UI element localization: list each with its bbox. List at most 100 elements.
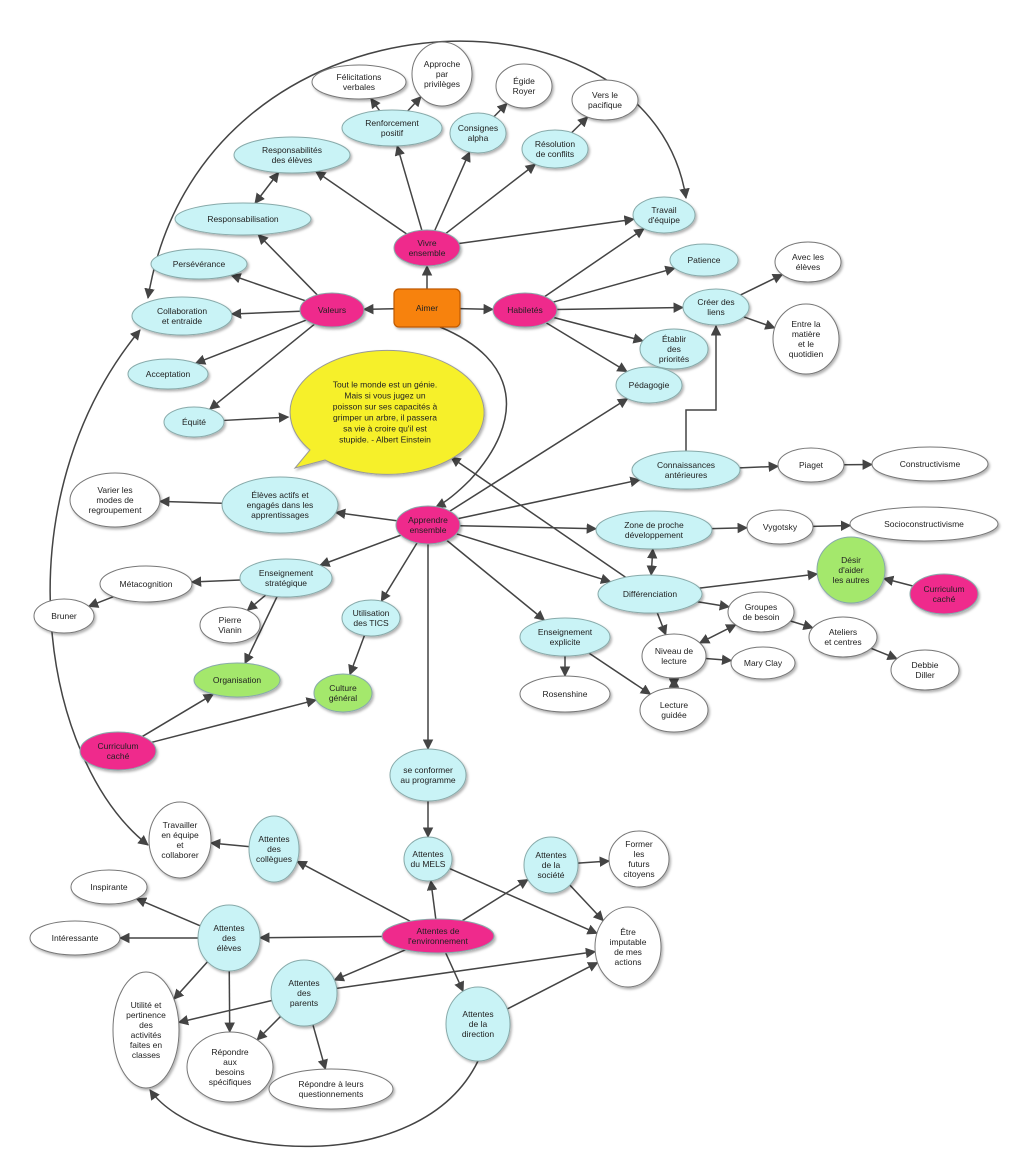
node-constructivisme[interactable]: Constructivisme — [871, 446, 989, 482]
node-bruner[interactable]: Bruner — [33, 598, 95, 634]
edge-vygotsky-to-socio — [812, 520, 852, 531]
edge-elevesActifs-to-varier — [158, 496, 223, 507]
node-label: Intéressante — [52, 933, 99, 943]
node-shape — [186, 1031, 274, 1103]
node-meta[interactable]: Métacognition — [99, 565, 193, 603]
node-patience[interactable]: Patience — [669, 243, 739, 277]
node-perseverance[interactable]: Persévérance — [150, 248, 248, 280]
node-differenciation[interactable]: Différenciation — [597, 574, 703, 614]
node-equite[interactable]: Équité — [163, 406, 225, 438]
node-label: Patience — [687, 255, 720, 265]
edge-aimer-to-apprendre — [435, 326, 508, 508]
node-aimer[interactable]: Aimer — [393, 288, 461, 328]
node-shape — [311, 64, 407, 100]
node-shape — [270, 959, 338, 1027]
node-acceptation[interactable]: Acceptation — [127, 358, 209, 390]
node-shape — [99, 565, 193, 603]
node-socio[interactable]: Socioconstructivisme — [849, 506, 999, 542]
edge-renforcement-to-approche — [407, 95, 422, 112]
node-interessante[interactable]: Intéressante — [29, 920, 121, 956]
node-piaget[interactable]: Piaget — [777, 447, 845, 483]
edge-societe-to-etre — [569, 884, 604, 922]
node-shape — [127, 358, 209, 390]
node-mary[interactable]: Mary Clay — [730, 646, 796, 680]
node-inspirante[interactable]: Inspirante — [70, 869, 148, 905]
edge-zone-to-vygotsky — [711, 522, 749, 534]
node-shape — [808, 616, 878, 658]
node-shape — [615, 366, 683, 404]
edge-environnement-to-collegues — [296, 860, 411, 922]
node-label: Responsabilisation — [207, 214, 279, 224]
node-habiletes[interactable]: Habiletés — [492, 292, 558, 328]
edge-vivre-to-renforcement — [394, 144, 423, 231]
node-responsabilisation[interactable]: Responsabilisation — [174, 202, 312, 236]
node-rosenshine[interactable]: Rosenshine — [519, 675, 611, 713]
node-label: Métacognition — [120, 579, 173, 589]
node-vygotsky[interactable]: Vygotsky — [746, 509, 814, 545]
edge-differenciation-to-quote — [450, 456, 627, 578]
node-pedagogie[interactable]: Pédagogie — [615, 366, 683, 404]
node-label: Organisation — [213, 675, 261, 685]
edge-aimer-to-habiletes — [459, 303, 495, 315]
node-valeurs[interactable]: Valeurs — [299, 292, 365, 328]
node-shape — [174, 202, 312, 236]
node-quote[interactable]: Tout le monde est un génie.Mais si vous … — [289, 349, 485, 475]
node-label: Tout le monde est un génie.Mais si vous … — [333, 380, 438, 445]
node-organisation[interactable]: Organisation — [193, 662, 281, 698]
